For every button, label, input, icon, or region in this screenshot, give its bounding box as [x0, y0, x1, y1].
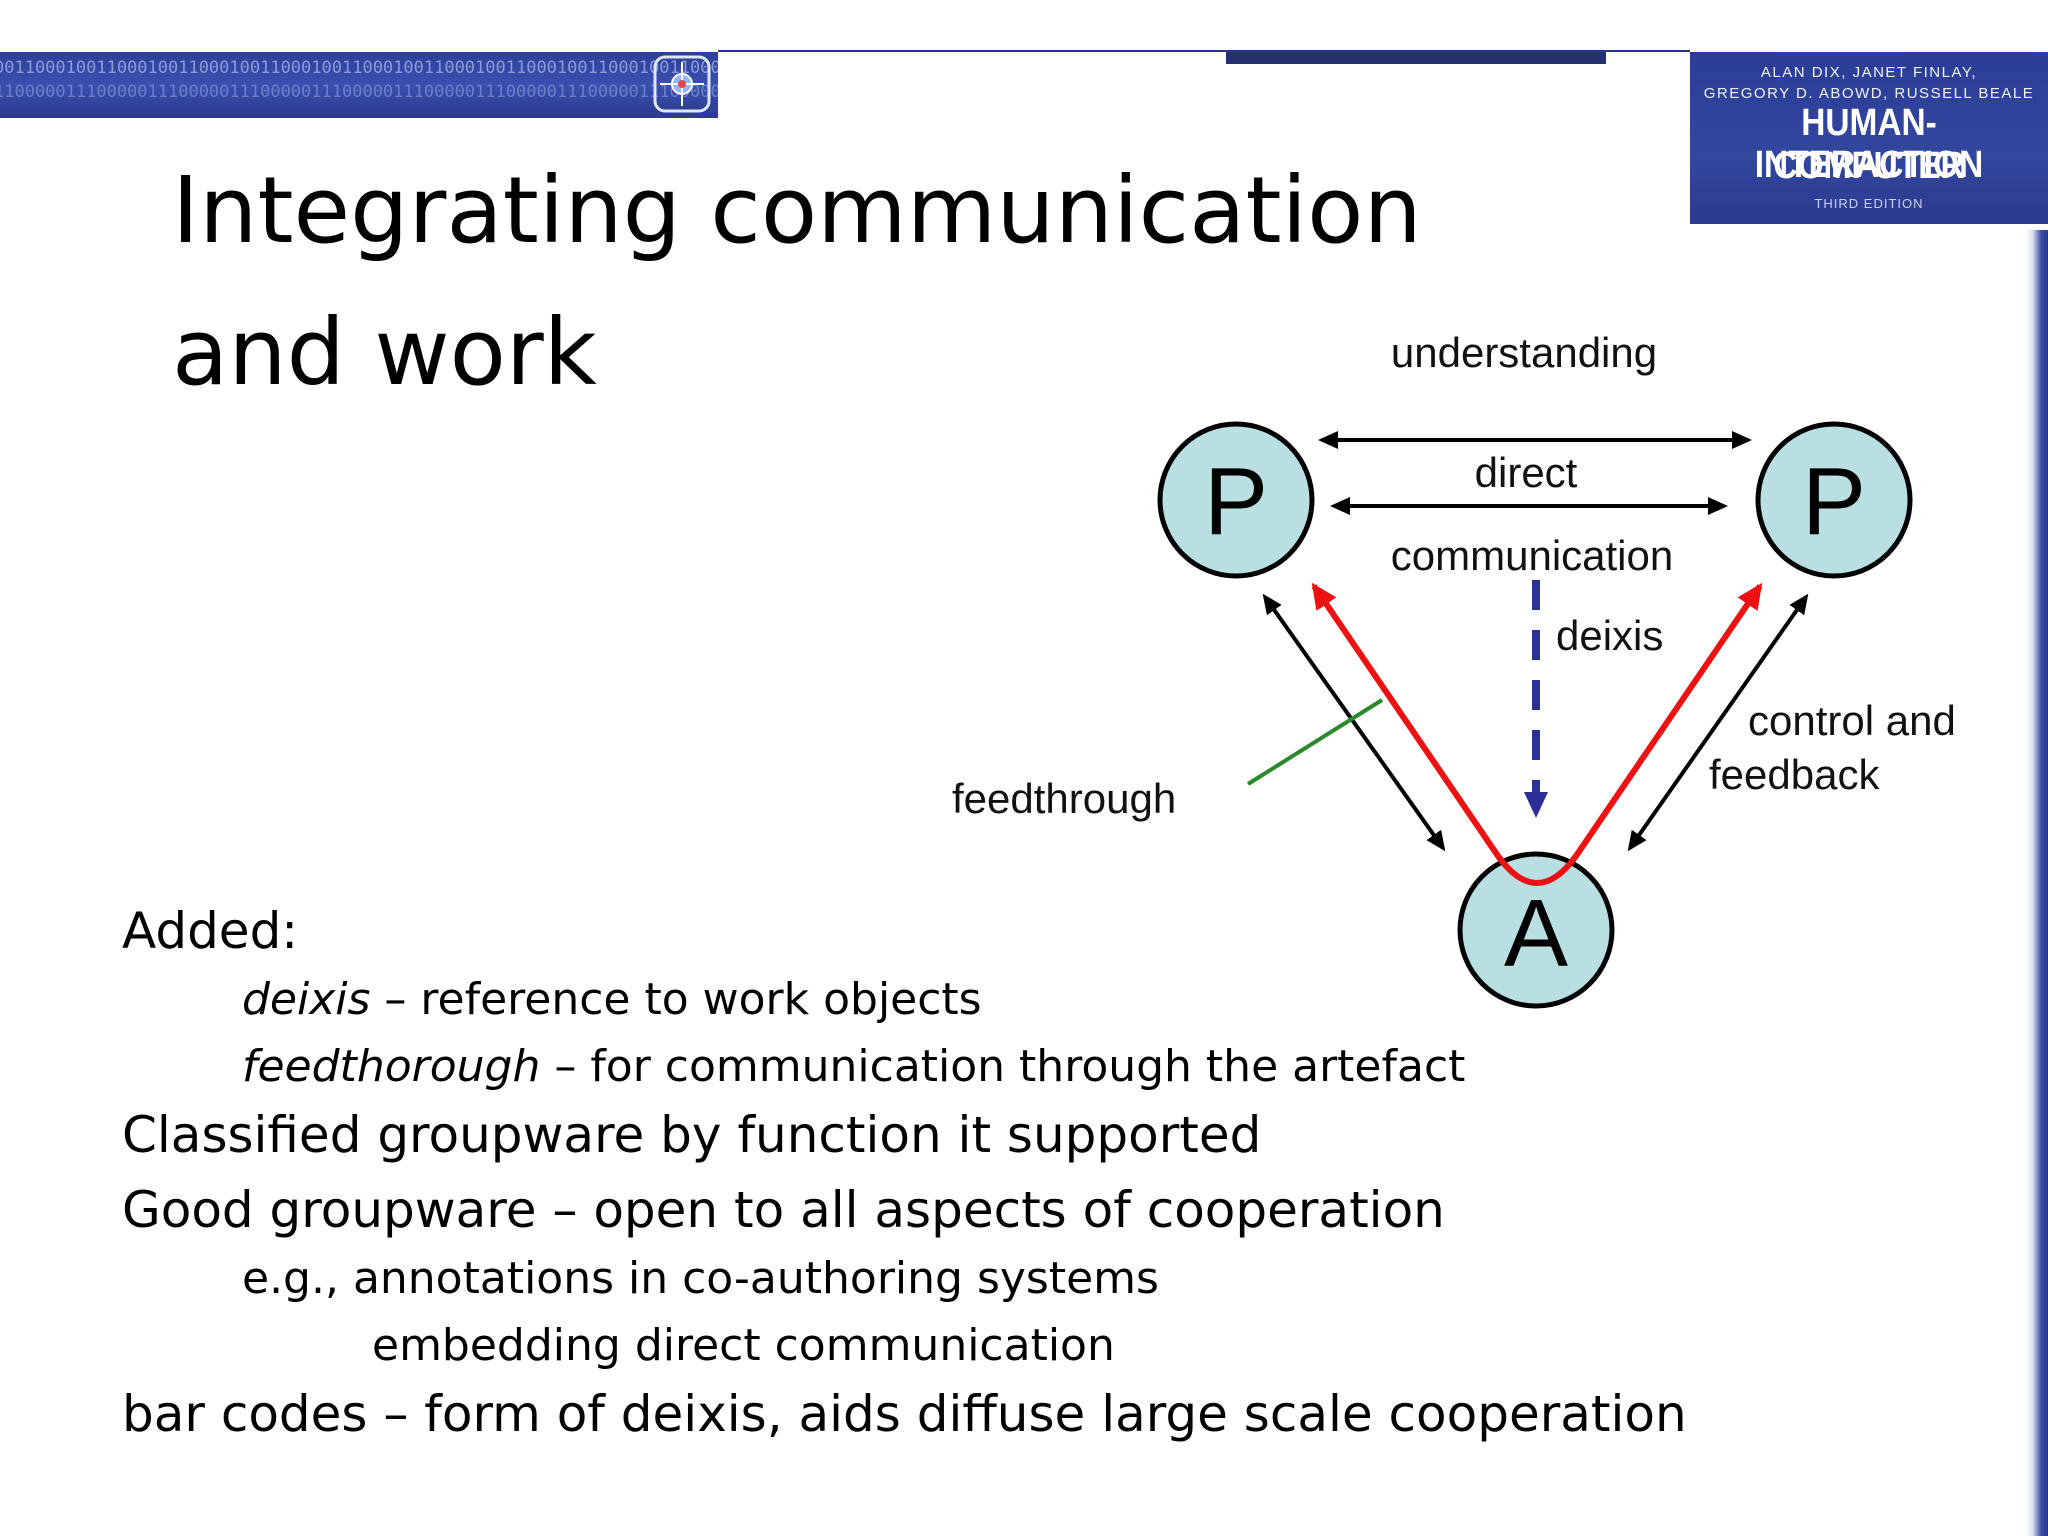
body-line-good-groupware: Good groupware – open to all aspects of … [122, 1181, 1445, 1239]
node-letter: P [1204, 448, 1268, 555]
control-label-line2: feedback [1709, 751, 1880, 798]
body-line-added: Added: [122, 902, 299, 960]
body-line-example: e.g., annotations in co-authoring system… [242, 1253, 1159, 1304]
book-authors-line: GREGORY D. ABOWD, RUSSELL BEALE [1703, 85, 2035, 102]
book-cover-logo: ALAN DIX, JANET FINLAY, GREGORY D. ABOWD… [1690, 52, 2048, 224]
person-node-right: P [1755, 421, 1913, 579]
header-rule [718, 50, 1690, 52]
node-letter: A [1504, 880, 1568, 987]
slide-title-line: Integrating communication [172, 157, 1422, 264]
right-feedthrough-path [1573, 582, 1763, 858]
slide-title: Integrating communication and work [172, 140, 1472, 424]
right-control-arrow [1627, 593, 1809, 852]
binary-row: 0011000100110001001100010011000100110001… [0, 58, 718, 78]
binary-row: 1100000111000001110000011100000111000001… [0, 82, 718, 102]
slide-title-line: and work [172, 299, 597, 406]
node-letter: P [1802, 448, 1866, 555]
slide-body: Added: deixis – reference to work object… [122, 896, 2002, 1449]
body-line-embedding: embedding direct communication [372, 1320, 1115, 1371]
term-deixis: deixis [242, 974, 371, 1025]
book-edition: THIRD EDITION [1814, 196, 1924, 211]
network-logo-icon [653, 55, 711, 113]
book-authors: ALAN DIX, JANET FINLAY, GREGORY D. ABOWD… [1690, 62, 2048, 104]
header-dark-bar [1226, 52, 1606, 64]
deixis-description: – reference to work objects [370, 974, 982, 1025]
book-title-line: INTERACTION [1754, 144, 1984, 186]
body-line-feedthrough: feedthorough – for communication through… [122, 1033, 2002, 1100]
understanding-label: understanding [1391, 329, 1657, 376]
control-label-line1: control and [1748, 697, 1956, 744]
binary-banner: 0011000100110001001100010011000100110001… [0, 52, 718, 118]
body-line-classified: Classified groupware by function it supp… [122, 1106, 1262, 1164]
right-edge-stripe [2026, 230, 2048, 1536]
feedthrough-label: feedthrough [952, 775, 1176, 822]
feedthrough-pointer [1246, 698, 1384, 786]
book-authors-line: ALAN DIX, JANET FINLAY, [1760, 64, 1978, 81]
artefact-node: A [1457, 851, 1615, 1009]
communication-label: communication [1391, 532, 1673, 579]
feedthorough-description: – for communication through the artefact [540, 1041, 1466, 1092]
body-line-barcodes: bar codes – form of deixis, aids diffuse… [122, 1385, 1687, 1443]
deixis-label: deixis [1556, 612, 1663, 659]
person-node-left: P [1157, 421, 1315, 579]
book-title-line: HUMAN-COMPUTER [1773, 102, 1965, 187]
left-control-arrow [1262, 593, 1446, 852]
left-feedthrough-path [1311, 582, 1501, 858]
body-line-deixis: deixis – reference to work objects [122, 966, 2002, 1033]
term-feedthorough: feedthorough [242, 1041, 541, 1092]
direct-label: direct [1475, 449, 1578, 496]
